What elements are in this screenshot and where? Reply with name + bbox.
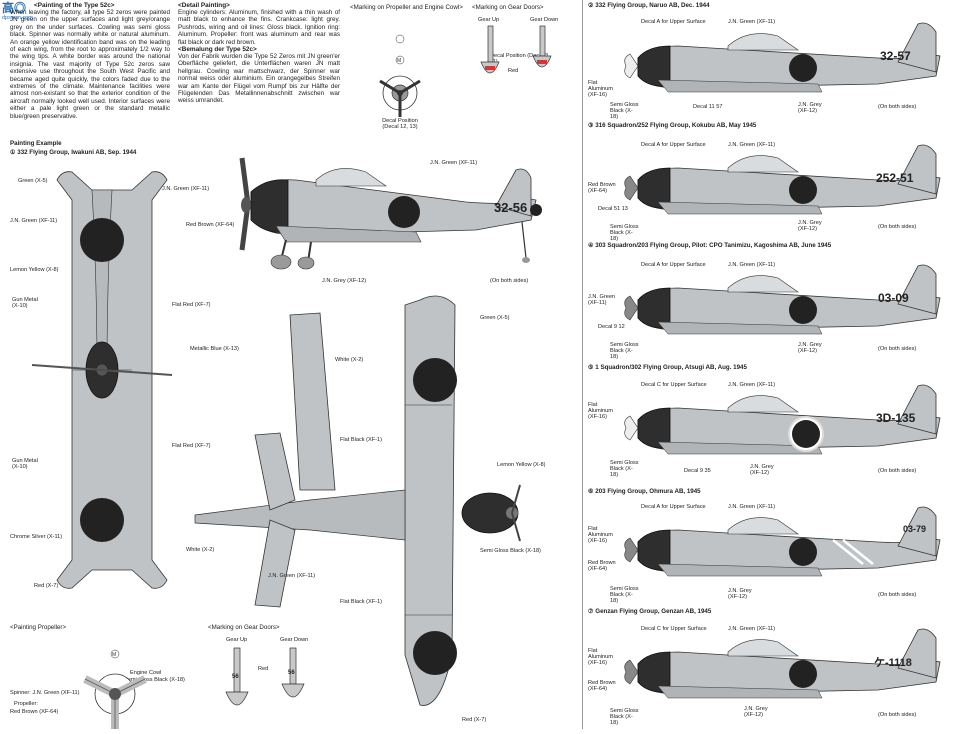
example-title-text: 1 Squadron/302 Flying Group, Atsugi AB, … xyxy=(595,364,747,371)
callout-jn-grey: J.N. Grey (XF-12) xyxy=(322,278,366,284)
gear-doors-diagram-bottom: 56 56 xyxy=(220,644,310,734)
example-plane-profile: 32-57 xyxy=(618,18,958,108)
example-1-title: ① 332 Flying Group, Iwakuni AB, Sep. 194… xyxy=(10,149,136,156)
example-title-text: 303 Squadron/203 Flying Group, Pilot: CP… xyxy=(595,242,831,249)
left-label-1: Flat Aluminum (XF-16) xyxy=(588,80,618,99)
example-title-text: 332 Flying Group, Naruo AB, Dec. 1944 xyxy=(595,2,709,9)
example-title: ② 332 Flying Group, Naruo AB, Dec. 1944 xyxy=(588,2,710,9)
detail-painting-heading: <Detail Painting> xyxy=(178,2,340,9)
callout-red-b: Red (X-7) xyxy=(462,717,486,723)
tail-code: ケ-1118 xyxy=(874,656,912,669)
tail-code: 3D-135 xyxy=(876,411,916,425)
example-plane-profile: 03-79 xyxy=(618,502,958,592)
left-label-1: Red Brown (XF-64) xyxy=(588,182,618,194)
detail-painting-section: <Detail Painting> Engine cylinders: Alum… xyxy=(178,2,340,105)
example-block: ⑤ 1 Squadron/302 Flying Group, Atsugi AB… xyxy=(588,360,958,482)
example-title-text: 203 Flying Group, Ohmura AB, 1945 xyxy=(595,488,700,495)
painting-52c-body: When leaving the factory, all type 52 ze… xyxy=(10,9,170,120)
marking-gear-heading: <Marking on Gear Doors> xyxy=(472,4,544,11)
tail-code: 32-57 xyxy=(880,49,911,63)
example-title: ④ 303 Squadron/203 Flying Group, Pilot: … xyxy=(588,242,831,249)
example-num: ④ xyxy=(588,242,594,249)
left-label-1: J.N. Green (XF-11) xyxy=(588,294,618,306)
detail-painting-body: Engine cylinders: Aluminum, finished wit… xyxy=(178,9,340,46)
propeller-bottom-diagram: M xyxy=(70,634,160,729)
callout-chrome-silver: Chrome Silver (X-11) xyxy=(10,534,62,540)
example-block: ② 332 Flying Group, Naruo AB, Dec. 1944 … xyxy=(588,0,958,120)
callout-white-b: White (X-2) xyxy=(186,547,214,553)
bemalung-heading: <Bemalung der Type 52c> xyxy=(178,46,340,53)
callout-red-brown: Red Brown (XF-64) xyxy=(186,222,234,228)
callout-semi-gloss-black: Semi Gloss Black (X-18) xyxy=(480,548,541,554)
column-divider xyxy=(582,0,583,729)
right-column: ② 332 Flying Group, Naruo AB, Dec. 1944 … xyxy=(588,0,958,729)
example-block: ⑦ Genzan Flying Group, Genzan AB, 1945 D… xyxy=(588,604,958,729)
example-plane-profile: 03-09 xyxy=(618,260,958,350)
svg-text:M: M xyxy=(397,58,401,64)
callout-flat-black-b: Flat Black (XF-1) xyxy=(340,599,382,605)
both-sides-label: (On both sides) xyxy=(878,592,916,598)
example-block: ⑥ 203 Flying Group, Ohmura AB, 1945 Deca… xyxy=(588,484,958,602)
example-num: ③ xyxy=(588,122,594,129)
callout-lemon-yellow: Lemon Yellow (X-8) xyxy=(10,267,59,273)
example-num: ⑥ xyxy=(588,488,594,495)
propeller-label: Propeller: xyxy=(14,701,38,707)
gear-code-down: 56 xyxy=(288,670,295,676)
example-block: ③ 316 Squadron/252 Flying Group, Kokubu … xyxy=(588,120,958,238)
example-title-text: 316 Squadron/252 Flying Group, Kokubu AB… xyxy=(595,122,756,129)
callout-gun-metal: Gun Metal (X-10) xyxy=(12,297,42,309)
propeller-color: Red Brown (XF-64) xyxy=(10,709,58,715)
painting-52c-heading: <Painting of the Type 52c> xyxy=(10,2,170,9)
left-label-2: Red Brown (XF-64) xyxy=(588,680,618,692)
tail-code: 252-51 xyxy=(876,171,914,185)
example-title: ⑦ Genzan Flying Group, Genzan AB, 1945 xyxy=(588,608,711,615)
callout-jn-green-top: J.N. Green (XF-11) xyxy=(430,160,477,166)
example-num: ② xyxy=(588,2,594,9)
painting-propeller-heading: <Painting Propeller> xyxy=(10,624,66,631)
decal-position-prop: Decal Position (Decal 12, 13) xyxy=(380,118,420,130)
gear-up-label-b: Gear Up xyxy=(226,637,247,643)
callout-jn-green: J.N. Green (XF-11) xyxy=(10,218,57,224)
callout-gun-metal-2: Gun Metal (X-10) xyxy=(12,458,42,470)
bemalung-body: Von der Fabrik wurden die Type 52 Zeros … xyxy=(178,53,340,105)
example-num: ⑦ xyxy=(588,608,594,615)
callout-on-both-sides: (On both sides) xyxy=(490,278,528,284)
callout-jn-green-b: J.N. Green (XF-11) xyxy=(268,573,315,579)
example-plane-profile: 3D-135 xyxy=(618,380,958,470)
painting-example-heading: Painting Example xyxy=(10,140,62,147)
example-title: ⑥ 203 Flying Group, Ohmura AB, 1945 xyxy=(588,488,701,495)
example-plane-profile: ケ-1118 xyxy=(618,624,958,714)
example-block: ④ 303 Squadron/203 Flying Group, Pilot: … xyxy=(588,238,958,358)
callout-white-x2: White (X-2) xyxy=(335,357,363,363)
top-view-plane xyxy=(12,160,192,610)
painting-52c-section: <Painting of the Type 52c> When leaving … xyxy=(10,2,170,120)
propeller-front-diagram: M xyxy=(370,25,430,115)
marking-gear-bottom-heading: <Marking on Gear Doors> xyxy=(208,624,280,631)
tail-code: 03-79 xyxy=(903,524,926,534)
example-title: ⑤ 1 Squadron/302 Flying Group, Atsugi AB… xyxy=(588,364,747,371)
callout-green-x5: Green (X-5) xyxy=(18,178,48,184)
example-plane-profile: 252-51 xyxy=(618,140,958,230)
callout-flat-black: Flat Black (XF-1) xyxy=(340,437,382,443)
example-title-text: Genzan Flying Group, Genzan AB, 1945 xyxy=(595,608,711,615)
callout-green-x5-b: Green (X-5) xyxy=(480,315,510,321)
gear-down-label-b: Gear Down xyxy=(280,637,308,643)
callout-red-x7: Red (X-7) xyxy=(34,583,58,589)
left-label-1: Flat Aluminum (XF-16) xyxy=(588,648,618,667)
callout-lemon-yellow-b: Lemon Yellow (X-8) xyxy=(497,462,546,468)
profile-tail-code: 32-56 xyxy=(494,200,527,215)
tail-code: 03-09 xyxy=(878,291,909,305)
left-label-1: Flat Aluminum (XF-16) xyxy=(588,402,618,421)
svg-text:M: M xyxy=(112,652,116,658)
gear-code-up: 56 xyxy=(232,674,239,680)
left-label-2: Red Brown (XF-64) xyxy=(588,560,618,572)
left-label-1: Flat Aluminum (XF-16) xyxy=(588,526,618,545)
side-profile-plane: 32-56 xyxy=(226,150,546,280)
gear-doors-diagram-top xyxy=(475,22,555,92)
example-title: ③ 316 Squadron/252 Flying Group, Kokubu … xyxy=(588,122,756,129)
callout-jn-green-profile: J.N. Green (XF-11) xyxy=(162,186,209,192)
example-num: ⑤ xyxy=(588,364,594,371)
marking-prop-heading: <Marking on Propeller and Engine Cowl> xyxy=(350,4,463,11)
